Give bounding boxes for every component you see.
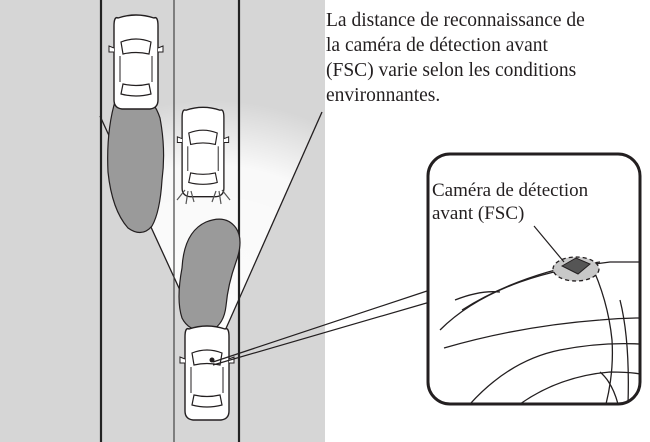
description-line-2: la caméra de détection avant [326, 35, 548, 56]
middle-car [176, 106, 230, 198]
description-line-4: environnantes. [326, 85, 441, 106]
callout-line-2: avant (FSC) [432, 203, 525, 224]
brake-light-marks [176, 189, 231, 205]
cone-edge-right [211, 111, 323, 361]
inset-car-drawing [439, 261, 640, 404]
description-line-1: La distance de reconnaissance de [326, 10, 585, 31]
own-car [179, 325, 235, 421]
description-text: La distance de reconnaissance de la camé… [326, 8, 648, 108]
fsc-callout-label: Caméra de détection avant (FSC) [432, 179, 632, 225]
callout-line-1: Caméra de détection [432, 180, 589, 201]
fsc-camera-point [209, 357, 215, 363]
callout-pointer-line [533, 225, 565, 263]
far-car-shadow [107, 97, 165, 234]
inset-box [426, 152, 642, 406]
far-car [108, 14, 164, 110]
fsc-camera-icon [560, 257, 591, 275]
description-line-3: (FSC) varie selon les conditions [326, 60, 577, 81]
leader-line-top [212, 289, 431, 363]
near-car-shadow [178, 218, 241, 332]
leader-line-bottom [212, 301, 431, 366]
